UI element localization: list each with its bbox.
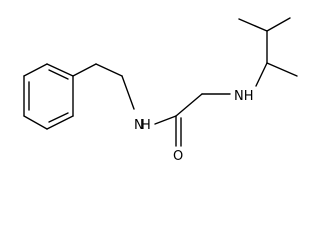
ring-bond-top-left xyxy=(23,63,48,77)
ring-bond-top-right xyxy=(46,63,74,77)
amide-nh-hydrogen-label: H xyxy=(141,118,151,133)
ch2-bond xyxy=(95,63,123,77)
amine-to-quaternary-carbon-bond xyxy=(255,62,268,87)
amide-nh-label: N xyxy=(134,118,144,133)
ch2-to-nh-bond xyxy=(121,75,135,110)
carbonyl-oxygen-label: O xyxy=(173,149,183,164)
structure-canvas: N H O NH xyxy=(23,17,298,164)
nh-to-carbonyl-bond xyxy=(154,115,177,125)
quaternary-carbon-to-upper-methyl-bond xyxy=(266,17,291,32)
quaternary-carbon-to-methyl-bond xyxy=(266,62,298,77)
ring-to-ch2-bond xyxy=(72,63,97,77)
carbonyl-to-ch2-bond xyxy=(175,93,203,117)
benzene-ring xyxy=(23,63,74,130)
ring-inner-bond-lower xyxy=(48,112,69,123)
amine-nh-label: NH xyxy=(234,89,254,104)
ethyl-ch2-to-ch3-bond xyxy=(238,18,268,32)
chemical-structure-drawing: N H O NH xyxy=(23,17,298,164)
ring-inner-bond-upper xyxy=(48,69,69,80)
ring-bond-bottom-left xyxy=(23,115,48,130)
ring-bond-bottom-right xyxy=(46,115,74,130)
